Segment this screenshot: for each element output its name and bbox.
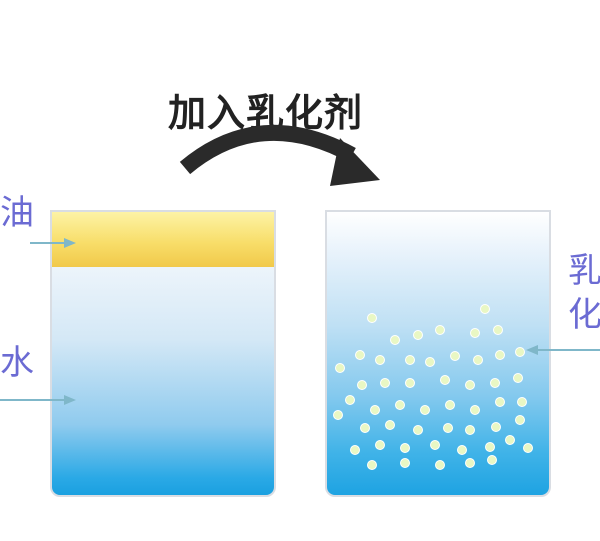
oil-arrowhead-icon: [64, 238, 76, 248]
droplet: [465, 458, 475, 468]
label-water: 水: [0, 343, 34, 383]
droplet: [491, 422, 501, 432]
oil-layer: [52, 212, 274, 267]
droplet: [515, 347, 525, 357]
droplet: [420, 405, 430, 415]
droplet: [375, 440, 385, 450]
droplet: [495, 350, 505, 360]
droplet: [485, 442, 495, 452]
label-oil: 油: [0, 193, 34, 233]
droplet: [470, 405, 480, 415]
droplet: [370, 405, 380, 415]
droplet: [465, 380, 475, 390]
droplet: [495, 397, 505, 407]
droplet: [367, 313, 377, 323]
droplet: [473, 355, 483, 365]
droplet: [360, 423, 370, 433]
label-emulsion-char1: 乳: [568, 251, 600, 291]
beaker-oil-water: [50, 210, 276, 497]
droplet: [470, 328, 480, 338]
droplet: [457, 445, 467, 455]
droplet: [425, 357, 435, 367]
droplet: [515, 415, 525, 425]
water-arrowhead-icon: [64, 395, 76, 405]
droplet: [375, 355, 385, 365]
droplet: [435, 460, 445, 470]
droplet: [523, 443, 533, 453]
droplet: [440, 375, 450, 385]
droplet: [367, 460, 377, 470]
droplet: [430, 440, 440, 450]
droplet: [513, 373, 523, 383]
droplet: [517, 397, 527, 407]
droplet: [357, 380, 367, 390]
droplet: [445, 400, 455, 410]
droplet: [380, 378, 390, 388]
droplet: [413, 330, 423, 340]
droplet: [345, 395, 355, 405]
droplet: [400, 458, 410, 468]
droplet: [413, 425, 423, 435]
droplet: [355, 350, 365, 360]
droplet: [490, 378, 500, 388]
emulsion-arrowhead-icon: [526, 345, 538, 355]
droplet: [493, 325, 503, 335]
droplet: [390, 335, 400, 345]
droplet: [395, 400, 405, 410]
droplet: [450, 351, 460, 361]
droplet: [350, 445, 360, 455]
droplet: [435, 325, 445, 335]
label-emulsion-char2: 化: [568, 295, 600, 335]
droplet: [405, 355, 415, 365]
droplet: [505, 435, 515, 445]
droplet: [443, 423, 453, 433]
droplet: [335, 363, 345, 373]
droplet: [400, 443, 410, 453]
droplet: [385, 420, 395, 430]
droplet: [333, 410, 343, 420]
droplet: [405, 378, 415, 388]
droplet: [480, 304, 490, 314]
droplet: [487, 455, 497, 465]
droplet: [465, 425, 475, 435]
